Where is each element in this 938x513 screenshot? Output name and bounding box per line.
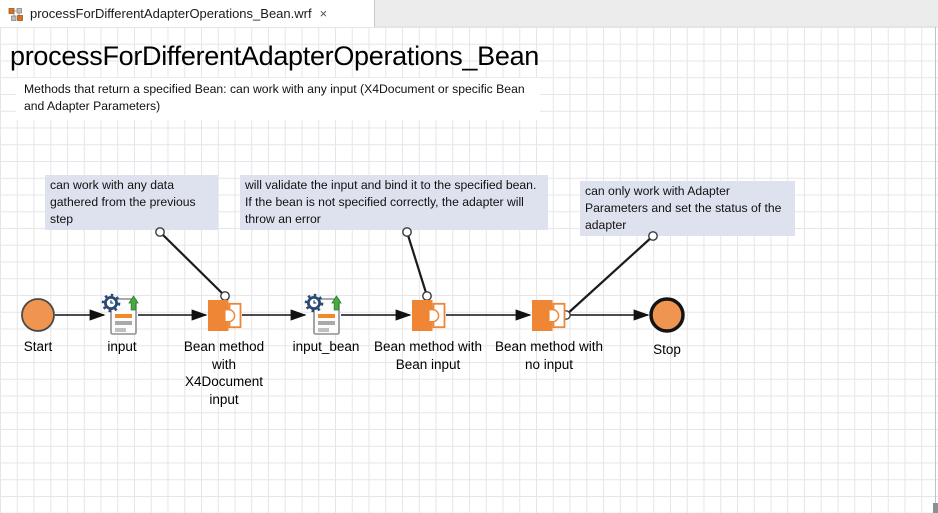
workflow-file-icon: [8, 7, 23, 21]
annotation-note-1[interactable]: can work with any data gathered from the…: [45, 175, 218, 230]
node-label-bean-noinput: Bean method with no input: [494, 339, 604, 372]
diagram-description[interactable]: Methods that return a specified Bean: ca…: [16, 78, 540, 120]
node-label-bean-x4doc: Bean method with X4Document input: [183, 339, 265, 407]
node-label-input-bean: input_bean: [292, 339, 360, 354]
canvas-right-border: [935, 27, 936, 513]
annotation-note-3[interactable]: can only work with Adapter Parameters an…: [580, 181, 795, 236]
editor-tab-bar: processForDifferentAdapterOperations_Bea…: [0, 0, 938, 27]
tab-close-icon[interactable]: ×: [319, 6, 328, 21]
diagram-title: processForDifferentAdapterOperations_Bea…: [10, 41, 540, 71]
node-label-start: Start: [23, 339, 53, 354]
node-label-bean-bean: Bean method with Bean input: [373, 339, 483, 372]
tab-process-file[interactable]: processForDifferentAdapterOperations_Bea…: [0, 0, 375, 27]
diagram-canvas[interactable]: processForDifferentAdapterOperations_Bea…: [0, 27, 938, 513]
tab-title: processForDifferentAdapterOperations_Bea…: [30, 6, 312, 21]
node-label-input: input: [107, 339, 137, 354]
scrollbar-corner[interactable]: [933, 503, 938, 513]
annotation-note-2[interactable]: will validate the input and bind it to t…: [240, 175, 548, 230]
node-label-stop: Stop: [653, 342, 681, 357]
